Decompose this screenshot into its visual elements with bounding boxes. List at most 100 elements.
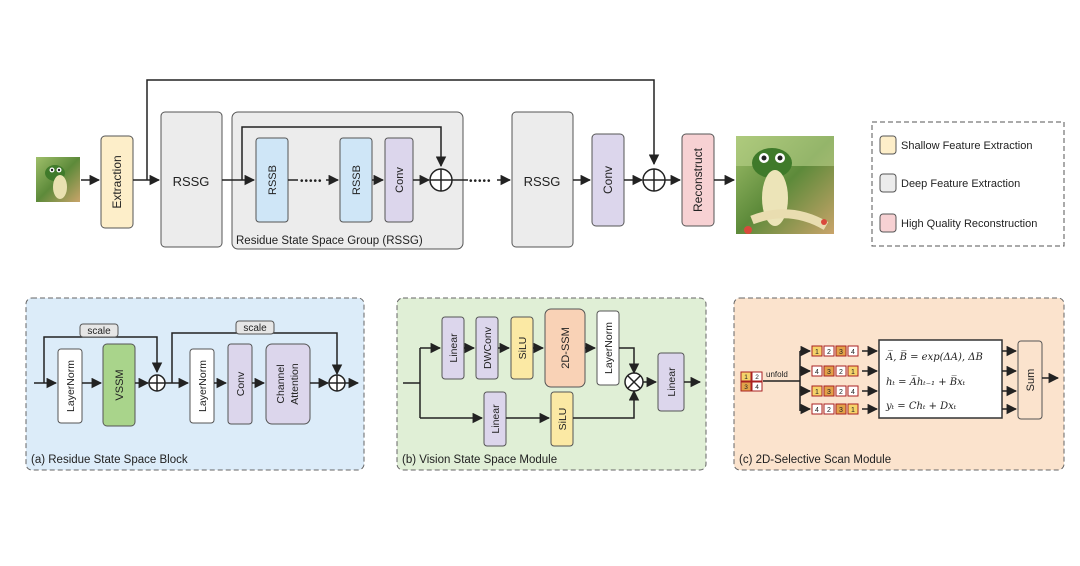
scan-tile [811, 365, 823, 377]
svg-text:3: 3 [744, 384, 748, 391]
b-linear-3-label: Linear [666, 367, 678, 397]
eq-1: A̅, B̅ = exp(ΔA), ΔB [885, 351, 983, 363]
scan-tile [823, 345, 835, 357]
rssg-label-2: RSSG [524, 174, 561, 189]
scan-tile [847, 385, 859, 397]
rssg-group-caption: Residue State Space Group (RSSG) [236, 235, 423, 247]
conv-label: Conv [601, 166, 615, 194]
a-layernorm-2-label: LayerNorm [197, 360, 209, 412]
scan-tile-label: 3 [827, 369, 831, 376]
a-layernorm-2 [189, 348, 215, 424]
reconstruct-label: Reconstruct [691, 147, 705, 212]
scan-tile [823, 403, 835, 415]
b-silu-1-label: SiLU [517, 337, 529, 360]
rssb-label-2: RSSB [351, 165, 363, 195]
scan-tile-label: 3 [839, 349, 843, 356]
vssm-label: VSSM [114, 369, 126, 400]
scan-tile-label: 2 [827, 349, 831, 356]
channel-attention-label-2: Attention [289, 363, 301, 405]
legend-label-hq: High Quality Reconstruction [901, 218, 1037, 230]
channel-attention-block [265, 343, 311, 425]
svg-text:2: 2 [755, 374, 759, 381]
ssm-equation-box [878, 339, 1003, 419]
scan-tile [823, 385, 835, 397]
scan-tile-label: 1 [851, 407, 855, 414]
scan-tile [823, 365, 835, 377]
scan-tile [835, 385, 847, 397]
input-image [36, 157, 80, 202]
b-linear-2-label: Linear [490, 404, 502, 434]
global-add-icon [642, 168, 666, 192]
legend-swatch-hq [879, 213, 897, 233]
b-silu-2-label: SiLU [557, 408, 569, 431]
global-skip-arrow [146, 79, 660, 180]
b-multiply-icon [624, 372, 644, 392]
b-linear-2 [483, 391, 507, 447]
scale-label-2: scale [243, 323, 267, 334]
legend-box [871, 121, 1065, 247]
scan-tile-label: 1 [851, 369, 855, 376]
b-2d-ssm-label: 2D-SSM [560, 327, 572, 369]
output-image [736, 136, 834, 234]
group-skip-arrow [241, 126, 447, 180]
b-dwconv-label: DWConv [482, 326, 494, 369]
group-add-icon [429, 168, 453, 192]
a-add-icon-1 [148, 374, 166, 392]
c-input-grid: 1 2 3 4 [740, 371, 763, 392]
rssb-ellipsis: ••••• [300, 176, 323, 187]
a-conv-label: Conv [235, 371, 247, 396]
scan-tile [847, 403, 859, 415]
scan-tile-label: 2 [827, 407, 831, 414]
channel-attention-label-1: Channel [275, 364, 287, 403]
legend-swatch-shallow [879, 135, 897, 155]
scale-badge-2 [235, 320, 275, 335]
scan-tile [811, 385, 823, 397]
a-conv-block [227, 343, 253, 425]
eq-3: yₜ = Chₜ + Dxₜ [885, 401, 957, 412]
scan-tile-label: 3 [839, 407, 843, 414]
unfold-label: unfold [766, 370, 788, 379]
b-layernorm-label: LayerNorm [603, 322, 615, 374]
scan-tile-label: 4 [815, 407, 819, 414]
extraction-label: Extraction [110, 155, 124, 208]
legend-label-deep: Deep Feature Extraction [901, 178, 1020, 190]
scan-tile [811, 345, 823, 357]
rssb-label-1: RSSB [267, 165, 279, 195]
scale-label-1: scale [87, 326, 111, 337]
svg-text:1: 1 [744, 374, 748, 381]
scan-tile [811, 403, 823, 415]
scan-tile-label: 3 [827, 389, 831, 396]
panel-b-caption: (b) Vision State Space Module [402, 454, 557, 466]
a-add-icon-2 [328, 374, 346, 392]
panel-c-caption: (c) 2D-Selective Scan Module [739, 454, 891, 466]
a-layernorm-1-label: LayerNorm [65, 360, 77, 412]
a-layernorm-1 [57, 348, 83, 424]
panel-a-caption: (a) Residue State Space Block [31, 454, 188, 466]
rssg-label-1: RSSG [173, 174, 210, 189]
scan-tile [835, 365, 847, 377]
svg-text:4: 4 [755, 384, 759, 391]
b-linear-1-label: Linear [448, 333, 460, 363]
vssm-block [102, 343, 136, 427]
legend-label-shallow: Shallow Feature Extraction [901, 140, 1032, 152]
scan-tile-label: 1 [815, 349, 819, 356]
scan-tile-label: 2 [839, 369, 843, 376]
scan-tile-label: 1 [815, 389, 819, 396]
sum-label: Sum [1025, 369, 1037, 392]
sum-block [1017, 340, 1043, 420]
extraction-block [100, 135, 134, 229]
scan-tile-label: 2 [839, 389, 843, 396]
c-scan-sequences: 1 2 3 4 4 3 2 1 1 3 2 4 4 2 3 1 [800, 345, 879, 415]
legend-swatch-deep [879, 173, 897, 193]
scan-tile-label: 4 [851, 349, 855, 356]
group-conv-label: Conv [394, 167, 406, 193]
scan-tile [847, 345, 859, 357]
scan-tile [835, 403, 847, 415]
scan-tile [835, 345, 847, 357]
scan-tile-label: 4 [851, 389, 855, 396]
eq-2: hₜ = A̅hₜ₋₁ + B̅xₜ [886, 376, 966, 388]
b-silu-2 [550, 391, 574, 447]
scan-tile-label: 4 [815, 369, 819, 376]
scale-badge-1 [79, 323, 119, 338]
